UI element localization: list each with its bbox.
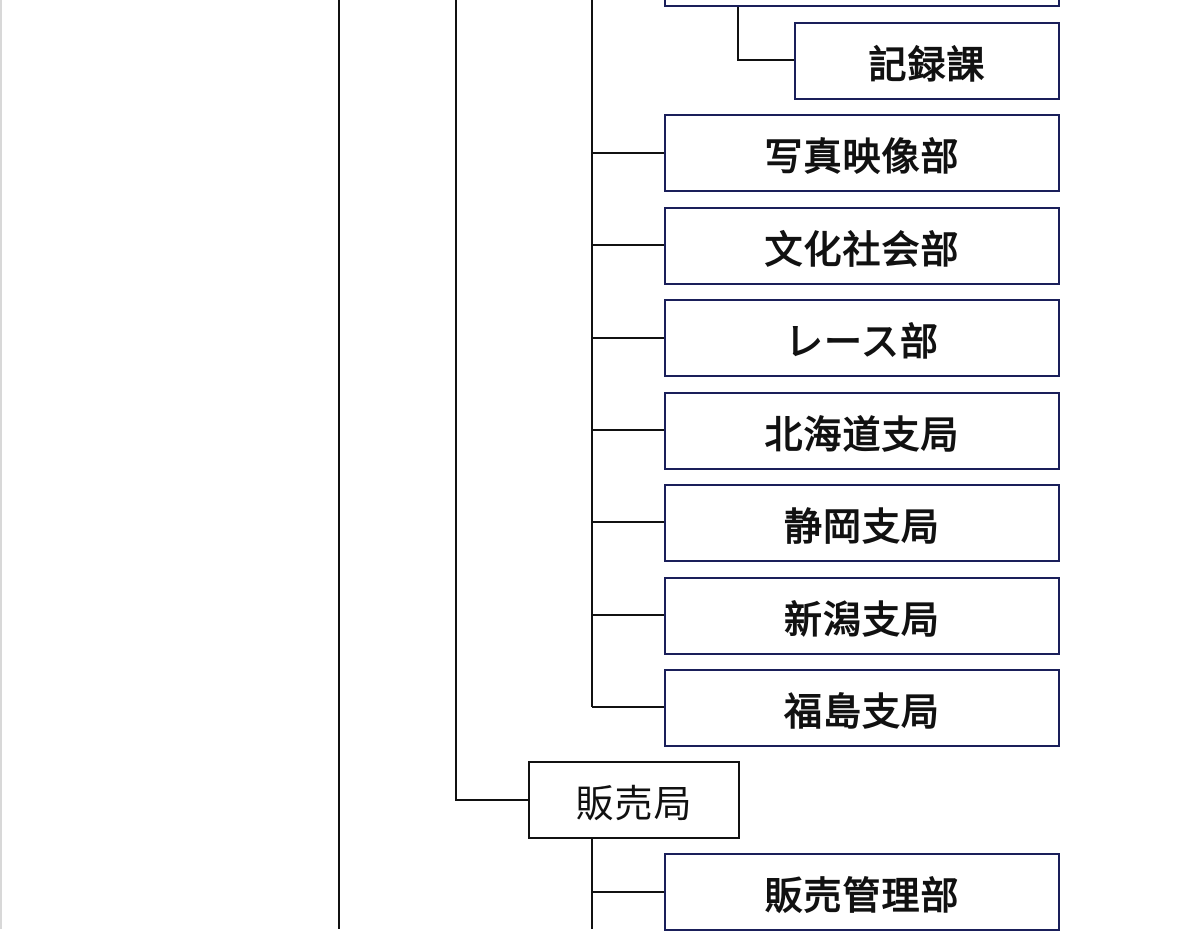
org-box-race: レース部: [664, 299, 1060, 377]
org-box-hanbaikyoku: 販売局: [528, 761, 740, 839]
org-box-hokkaido: 北海道支局: [664, 392, 1060, 470]
org-box-kiroku: 記録課: [794, 22, 1060, 100]
connector-to-hanbaikyoku: [455, 0, 530, 801]
org-box-partial-top: [664, 0, 1060, 7]
org-box-fukushima: 福島支局: [664, 669, 1060, 747]
connector-to-kiroku: [737, 6, 795, 61]
org-box-hanbai-kanri: 販売管理部: [664, 853, 1060, 931]
page-frame-edge: [0, 0, 2, 929]
org-box-niigata: 新潟支局: [664, 577, 1060, 655]
org-box-shizuoka: 静岡支局: [664, 484, 1060, 562]
org-box-bunka: 文化社会部: [664, 207, 1060, 285]
org-box-shashin: 写真映像部: [664, 114, 1060, 192]
